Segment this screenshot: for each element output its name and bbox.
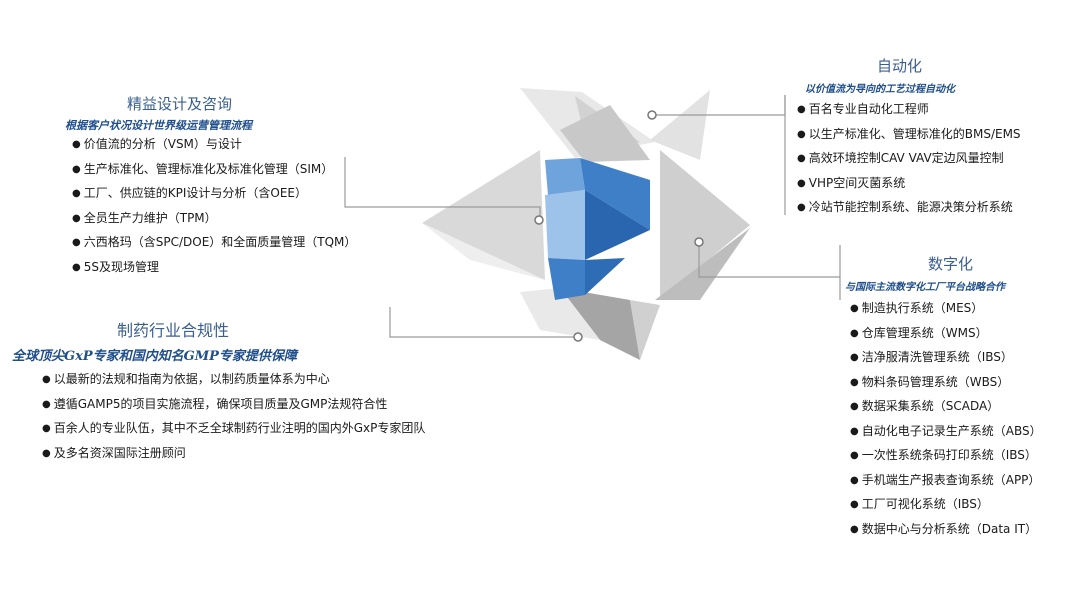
connector-dot-compliance [573, 332, 583, 342]
automation-list: 百名专业自动化工程师 以生产标准化、管理标准化的BMS/EMS 高效环境控制CA… [797, 98, 1021, 221]
shard-left [422, 150, 545, 280]
list-item: 物料条码管理系统（WBS） [850, 371, 1042, 396]
automation-subtitle: 以价值流为导向的工艺过程自动化 [805, 84, 955, 95]
connector-automation [652, 95, 786, 116]
digital-list: 制造执行系统（MES） 仓库管理系统（WMS） 洁净服清洗管理系统（IBS） 物… [850, 297, 1042, 542]
connector-dot-lean [534, 215, 544, 225]
list-item: 工厂可视化系统（IBS） [850, 493, 1042, 518]
digital-subtitle: 与国际主流数字化工厂平台战略合作 [845, 282, 1005, 293]
list-item: 工厂、供应链的KPI设计与分析（含OEE） [72, 182, 356, 207]
list-item: 价值流的分析（VSM）与设计 [72, 133, 356, 158]
list-item: 全员生产力维护（TPM） [72, 207, 356, 232]
list-item: VHP空间灭菌系统 [797, 172, 1021, 197]
compliance-list: 以最新的法规和指南为依据，以制药质量体系为中心 遵循GAMP5的项目实施流程，确… [42, 368, 426, 467]
shard-right-top [650, 90, 710, 160]
digital-title: 数字化 [928, 255, 974, 273]
list-item: 自动化电子记录生产系统（ABS） [850, 420, 1042, 445]
connector-dot-automation [647, 110, 657, 120]
list-item: 生产标准化、管理标准化及标准化管理（SIM） [72, 158, 356, 183]
connector-dot-digital [694, 237, 704, 247]
shard-right-bottom [655, 228, 750, 300]
automation-title: 自动化 [877, 57, 923, 75]
list-item: 及多名资深国际注册顾问 [42, 442, 425, 467]
list-item: 一次性系统条码打印系统（IBS） [850, 444, 1042, 469]
list-item: 5S及现场管理 [72, 256, 356, 281]
lean-subtitle: 根据客户状况设计世界级运营管理流程 [65, 119, 252, 132]
list-item: 数据采集系统（SCADA） [850, 395, 1042, 420]
connector-compliance [389, 307, 577, 338]
shard-top-center [560, 105, 650, 162]
cube-bottom-dark [585, 258, 625, 295]
list-item: 百余人的专业队伍，其中不乏全球制药行业注明的国内外GxP专家团队 [42, 417, 426, 442]
list-item: 遵循GAMP5的项目实施流程，确保项目质量及GMP法规符合性 [42, 393, 425, 418]
list-item: 仓库管理系统（WMS） [850, 322, 1042, 347]
connector-digital [698, 242, 840, 278]
list-item: 六西格玛（含SPC/DOE）和全面质量管理（TQM） [72, 231, 357, 256]
compliance-title: 制药行业合规性 [117, 321, 230, 340]
cube-top-right [580, 158, 650, 230]
list-item: 手机端生产报表查询系统（APP） [850, 469, 1042, 494]
shard-bottom-left [520, 288, 600, 340]
shard-left-outer [422, 223, 545, 280]
list-item: 百名专业自动化工程师 [797, 98, 1021, 123]
list-item: 高效环境控制CAV VAV定边风量控制 [797, 147, 1021, 172]
list-item: 以生产标准化、管理标准化的BMS/EMS [797, 123, 1021, 148]
lean-title: 精益设计及咨询 [127, 95, 233, 113]
list-item: 冷站节能控制系统、能源决策分析系统 [797, 196, 1021, 221]
cube-bottom-face [548, 258, 585, 300]
cube-left-face [545, 190, 585, 260]
shard-bottom-right [630, 300, 660, 360]
list-item: 制造执行系统（MES） [850, 297, 1042, 322]
list-item: 洁净服清洗管理系统（IBS） [850, 346, 1042, 371]
compliance-subtitle: 全球顶尖GxP专家和国内知名GMP专家提供保障 [12, 349, 297, 364]
shard-bottom [560, 288, 640, 360]
shard-right [660, 150, 750, 300]
lean-list: 价值流的分析（VSM）与设计 生产标准化、管理标准化及标准化管理（SIM） 工厂… [72, 133, 357, 281]
cube-dark-front [585, 190, 650, 260]
cube-top-face [545, 158, 585, 195]
list-item: 以最新的法规和指南为依据，以制药质量体系为中心 [42, 368, 425, 393]
list-item: 数据中心与分析系统（Data IT） [850, 518, 1042, 543]
